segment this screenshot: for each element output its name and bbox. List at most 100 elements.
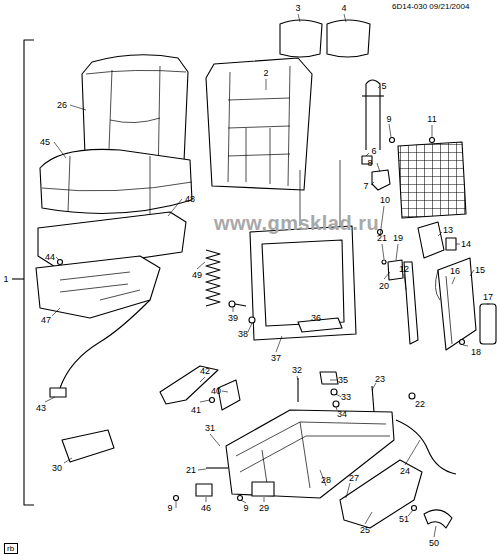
callout-number: 27 <box>349 473 359 483</box>
headrest <box>327 20 370 57</box>
frame-opening <box>262 240 344 326</box>
callout-number: 21 <box>377 233 387 243</box>
callout-number: 43 <box>36 403 46 413</box>
callout-number: 22 <box>415 399 425 409</box>
callout-number: 13 <box>443 225 453 235</box>
callout-number: 15 <box>475 265 485 275</box>
headrest <box>280 20 322 57</box>
callout-number: 26 <box>57 100 67 110</box>
callout-number: 2 <box>263 68 268 78</box>
recliner-handle <box>160 366 218 404</box>
callout-number: 12 <box>399 264 409 274</box>
callout-number: 20 <box>379 281 389 291</box>
screw <box>58 260 63 265</box>
frame-bar <box>362 95 384 96</box>
callout-number: 16 <box>450 266 460 276</box>
motor-block <box>252 482 274 496</box>
trim-edge <box>435 270 452 344</box>
callout-number: 41 <box>191 405 201 415</box>
seat-module <box>62 430 114 462</box>
callout-number: 4 <box>341 3 346 13</box>
callout-number: 45 <box>40 137 50 147</box>
guide-lock <box>372 170 390 190</box>
tag-text: rb <box>7 544 15 553</box>
screw <box>382 260 386 264</box>
screw <box>412 506 417 511</box>
spring <box>206 250 220 306</box>
callout-number: 44 <box>45 252 55 262</box>
assembly-bracket <box>24 40 34 505</box>
callout-number: 10 <box>380 195 390 205</box>
cushion-cover <box>40 149 192 213</box>
bolt-shank <box>235 304 246 306</box>
trim-panel <box>480 304 496 344</box>
watermark: www.gmsklad.ru <box>214 212 379 234</box>
callout-number: 46 <box>201 503 211 513</box>
seat-belt <box>404 262 418 344</box>
callout-number: 5 <box>381 81 386 91</box>
callout-number: 8 <box>367 158 372 168</box>
callout-number: 18 <box>471 347 481 357</box>
adjuster-rails <box>236 422 390 490</box>
callout-number: 9 <box>243 503 248 513</box>
screw <box>460 340 465 345</box>
callout-number: 34 <box>337 409 347 419</box>
callout-number: 24 <box>400 466 410 476</box>
buckle-latch <box>446 238 456 250</box>
corner-tag: rb <box>4 543 18 554</box>
callout-number: 33 <box>341 392 351 402</box>
callout-number: 23 <box>375 374 385 384</box>
buckle <box>418 222 444 258</box>
callout-number: 31 <box>205 423 215 433</box>
bolt <box>210 398 215 403</box>
headrest-frame <box>366 80 380 150</box>
drawing-code: 6D14-030 09/21/2004 <box>392 2 469 12</box>
callout-number: 17 <box>483 292 493 302</box>
callout-number: 48 <box>185 194 195 204</box>
callout-number: 40 <box>211 386 221 396</box>
callout-number: 36 <box>311 313 321 323</box>
callout-number: 25 <box>360 525 370 535</box>
wire-harness <box>60 300 150 388</box>
callout-number: 9 <box>386 114 391 124</box>
screw <box>430 138 435 143</box>
callout-number: 32 <box>292 365 302 375</box>
callout-number: 39 <box>228 313 238 323</box>
buckle-stalk <box>218 380 240 410</box>
harness-connector <box>50 388 66 397</box>
side-trim <box>438 258 476 350</box>
bolt-shank <box>297 378 298 402</box>
bolt-shank <box>206 467 228 468</box>
callout-number: 35 <box>338 375 348 385</box>
pan-ribs <box>60 272 140 300</box>
grommet <box>409 393 415 399</box>
callout-number: 19 <box>393 233 403 243</box>
callout-number: 51 <box>399 514 409 524</box>
end-cap <box>424 510 452 528</box>
bolt <box>229 301 235 307</box>
callout-number: 28 <box>321 475 331 485</box>
foam-grooves <box>228 66 290 186</box>
callout-number: 6 <box>371 146 376 156</box>
callout-number: 3 <box>295 3 300 13</box>
callout-number: 7 <box>363 181 368 191</box>
outer-trim <box>340 460 422 528</box>
screw <box>390 138 395 143</box>
motor-block <box>196 484 212 496</box>
cable <box>396 420 456 474</box>
callout-number: 38 <box>238 329 248 339</box>
callout-number: 21 <box>186 465 196 475</box>
bracket <box>320 372 338 384</box>
seatback-foam <box>206 58 312 190</box>
callout-number: 29 <box>259 503 269 513</box>
callout-number: 37 <box>271 353 281 363</box>
screw <box>174 496 179 501</box>
callout-number: 11 <box>427 114 436 124</box>
callout-number: 42 <box>200 366 210 376</box>
screw <box>238 496 243 501</box>
callout-number: 47 <box>41 315 51 325</box>
callout-number: 9 <box>167 503 172 513</box>
cushion-seams <box>42 156 192 214</box>
